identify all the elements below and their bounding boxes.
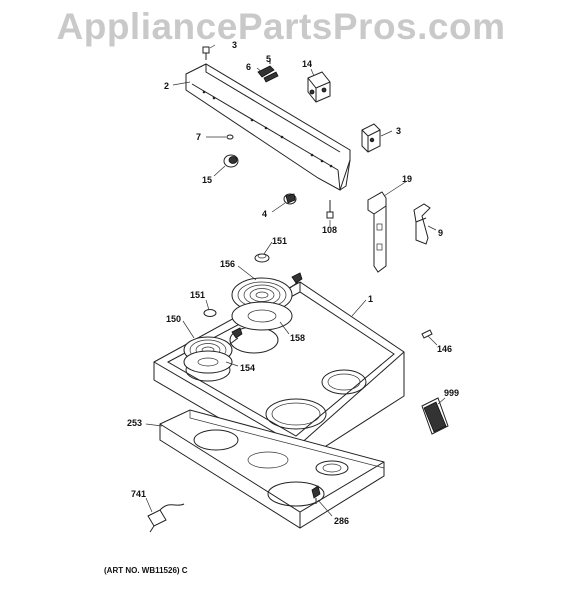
control-panel-part [185, 63, 351, 191]
callout-150: 150 [166, 314, 181, 324]
callout-1: 1 [368, 294, 373, 304]
callout-146: 146 [437, 344, 452, 354]
callout-741: 741 [131, 489, 146, 499]
screw-part [326, 200, 334, 219]
callout-15: 15 [202, 175, 212, 185]
terminal-part [311, 485, 321, 504]
burner-box-part [159, 409, 385, 529]
callout-labels: 3 2 5 6 14 3 7 15 4 108 19 9 151 156 1 1… [127, 40, 459, 526]
screw-part [202, 46, 210, 60]
clip-part [257, 58, 279, 83]
callout-999: 999 [444, 388, 459, 398]
callout-6: 6 [246, 62, 251, 72]
switch-part [361, 123, 381, 153]
art-number: (ART NO. WB11526) C [104, 566, 188, 575]
callout-108: 108 [322, 225, 337, 235]
callout-158: 158 [290, 333, 305, 343]
manual-part [421, 397, 449, 435]
callout-2: 2 [164, 81, 169, 91]
wire-harness-part [147, 503, 185, 533]
callout-9: 9 [438, 228, 443, 238]
callout-14: 14 [302, 59, 312, 69]
bracket-part [413, 203, 431, 245]
drip-bowl-part [231, 301, 293, 331]
watermark-text: AppliancePartsPros.com [56, 6, 506, 47]
pin-part [421, 329, 433, 339]
burner-cap-part [203, 309, 217, 317]
callout-156: 156 [220, 259, 235, 269]
leader-lines [145, 44, 446, 517]
callout-253: 253 [127, 418, 142, 428]
callout-3: 3 [232, 40, 237, 50]
callout-151: 151 [272, 236, 287, 246]
knob-part [223, 154, 239, 168]
knob-part [283, 193, 297, 205]
callout-151: 151 [190, 290, 205, 300]
callout-5: 5 [266, 54, 271, 64]
callout-19: 19 [402, 174, 412, 184]
callout-3: 3 [396, 126, 401, 136]
bracket-part [367, 191, 387, 273]
pin-part [226, 134, 234, 140]
burner-cap-part [254, 253, 270, 263]
switch-part [307, 71, 331, 103]
drip-bowl-part [183, 350, 233, 374]
callout-286: 286 [334, 516, 349, 526]
callout-154: 154 [240, 363, 255, 373]
callout-4: 4 [262, 209, 267, 219]
callout-7: 7 [196, 132, 201, 142]
